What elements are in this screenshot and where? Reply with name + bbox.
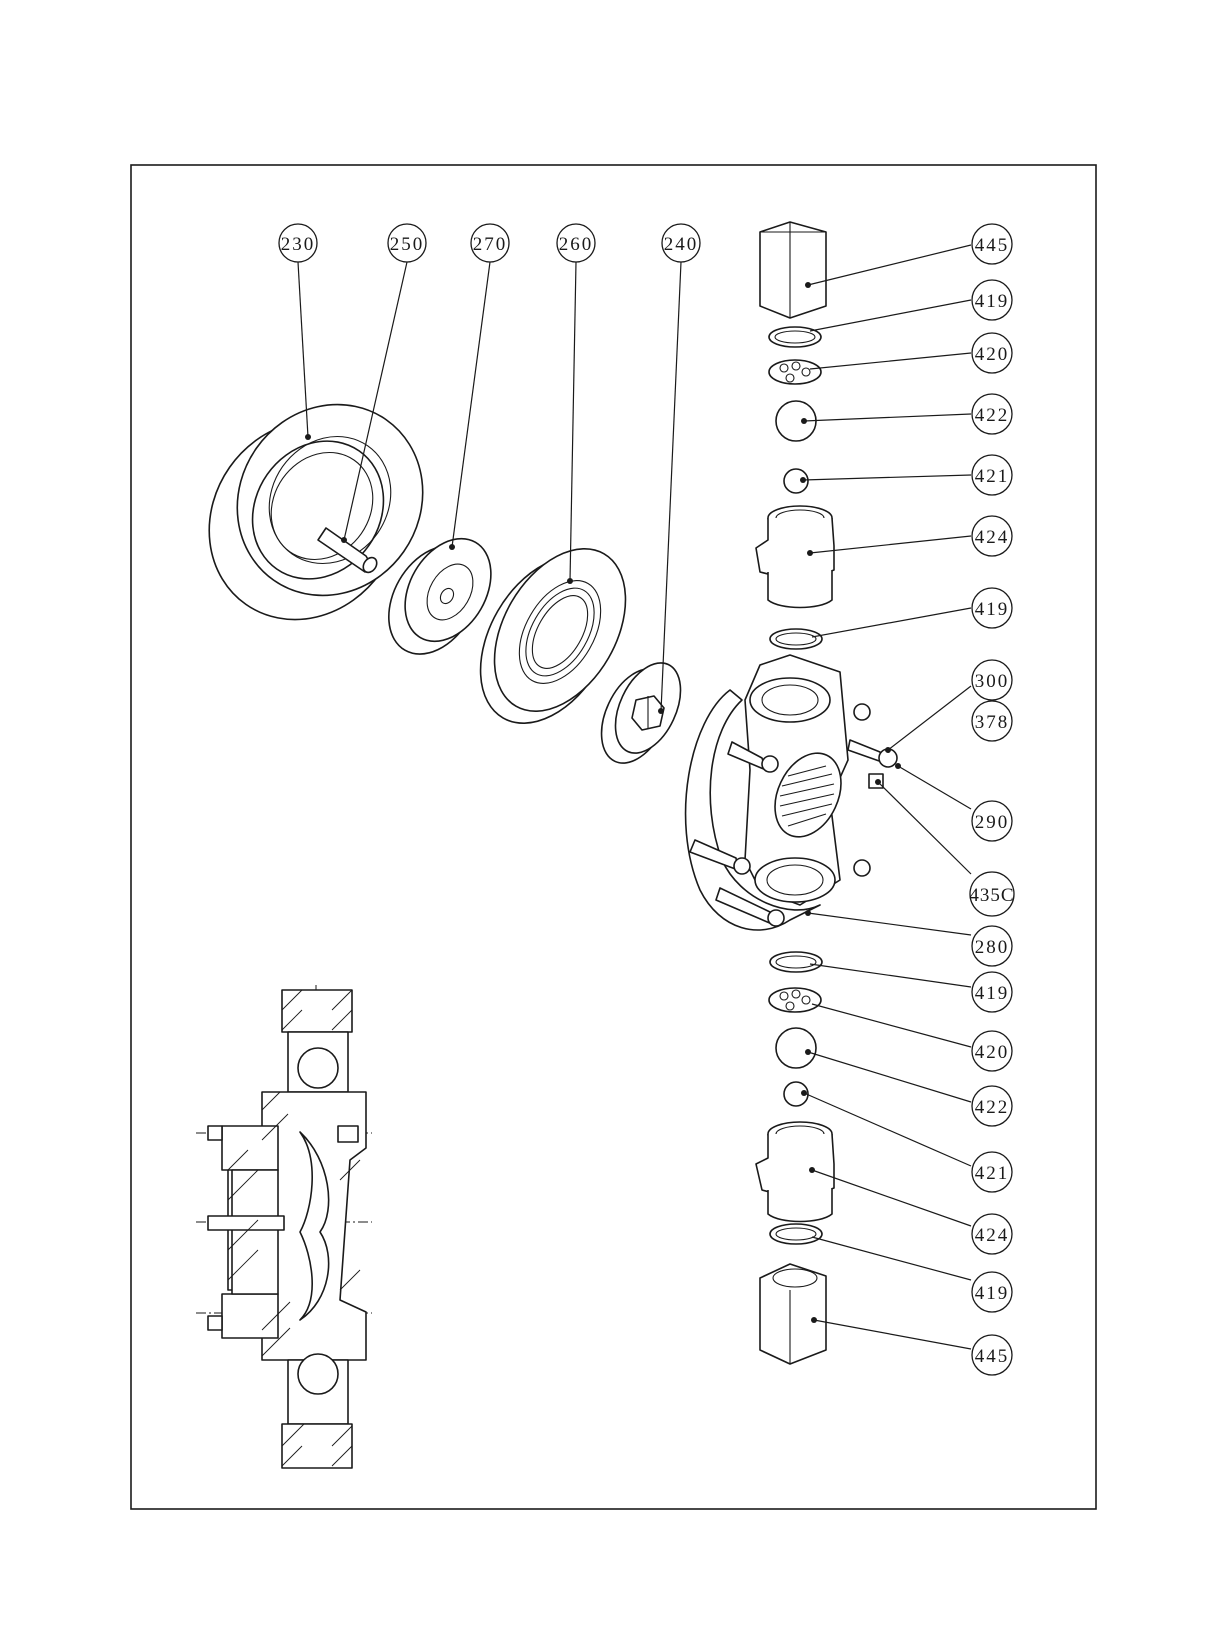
- callout-422-top: 422: [972, 394, 1012, 434]
- callout-label: 422: [975, 1097, 1010, 1118]
- callout-419-d: 419: [972, 1272, 1012, 1312]
- callout-label: 420: [975, 1042, 1010, 1063]
- callout-290: 290: [972, 801, 1012, 841]
- callout-424-top: 424: [972, 516, 1012, 556]
- callout-230: 230: [279, 224, 317, 262]
- callout-label: 420: [975, 344, 1010, 365]
- callout-421-top: 421: [972, 455, 1012, 495]
- callout-label: 421: [975, 466, 1010, 487]
- part-419-oring-b: [770, 629, 822, 649]
- part-424-bottom-fitting: [756, 1122, 834, 1222]
- callout-label: 421: [975, 1163, 1010, 1184]
- callout-420-bottom: 420: [972, 1031, 1012, 1071]
- callout-422-bottom: 422: [972, 1086, 1012, 1126]
- callout-label: 445: [975, 1346, 1010, 1367]
- part-445-top-nut: [760, 222, 826, 318]
- callout-label: 230: [281, 234, 316, 255]
- callout-240: 240: [662, 224, 700, 262]
- callout-300: 300: [972, 660, 1012, 700]
- callout-420-top: 420: [972, 333, 1012, 373]
- callout-419-a: 419: [972, 280, 1012, 320]
- callout-label: 290: [975, 812, 1010, 833]
- callout-445-bottom: 445: [972, 1335, 1012, 1375]
- part-280-pump-head: [686, 655, 897, 930]
- callout-250: 250: [388, 224, 426, 262]
- callout-419-b: 419: [972, 588, 1012, 628]
- callout-label: 378: [975, 712, 1010, 733]
- callout-label: 424: [975, 527, 1010, 548]
- callout-label: 260: [559, 234, 594, 255]
- callout-421-bottom: 421: [972, 1152, 1012, 1192]
- callout-label: 435C: [969, 885, 1014, 906]
- part-445-bottom-nut: [760, 1264, 826, 1364]
- part-240-plate: [588, 653, 694, 774]
- callout-419-c: 419: [972, 972, 1012, 1012]
- part-424-top-fitting: [756, 506, 834, 608]
- callout-424-bottom: 424: [972, 1214, 1012, 1254]
- callout-label: 445: [975, 235, 1010, 256]
- callout-270: 270: [471, 224, 509, 262]
- callout-280: 280: [972, 926, 1012, 966]
- callout-445-top: 445: [972, 224, 1012, 264]
- part-420-top-cage: [769, 360, 821, 384]
- callout-260: 260: [557, 224, 595, 262]
- callout-435C: 435C: [969, 872, 1014, 916]
- part-419-oring-c: [770, 952, 822, 972]
- callout-378: 378: [972, 701, 1012, 741]
- part-422-bottom-ball: [776, 1028, 816, 1068]
- callout-label: 250: [390, 234, 425, 255]
- callout-label: 300: [975, 671, 1010, 692]
- callout-label: 422: [975, 405, 1010, 426]
- callout-label: 419: [975, 291, 1010, 312]
- leader-lines: [298, 245, 971, 1349]
- part-420-bottom-cage: [769, 988, 821, 1012]
- callout-label: 270: [473, 234, 508, 255]
- callout-label: 419: [975, 599, 1010, 620]
- cross-section-view: [196, 985, 372, 1468]
- callout-label: 240: [664, 234, 699, 255]
- callout-label: 280: [975, 937, 1010, 958]
- callout-label: 419: [975, 983, 1010, 1004]
- callout-label: 424: [975, 1225, 1010, 1246]
- part-419-oring-d: [770, 1224, 822, 1244]
- callout-label: 419: [975, 1283, 1010, 1304]
